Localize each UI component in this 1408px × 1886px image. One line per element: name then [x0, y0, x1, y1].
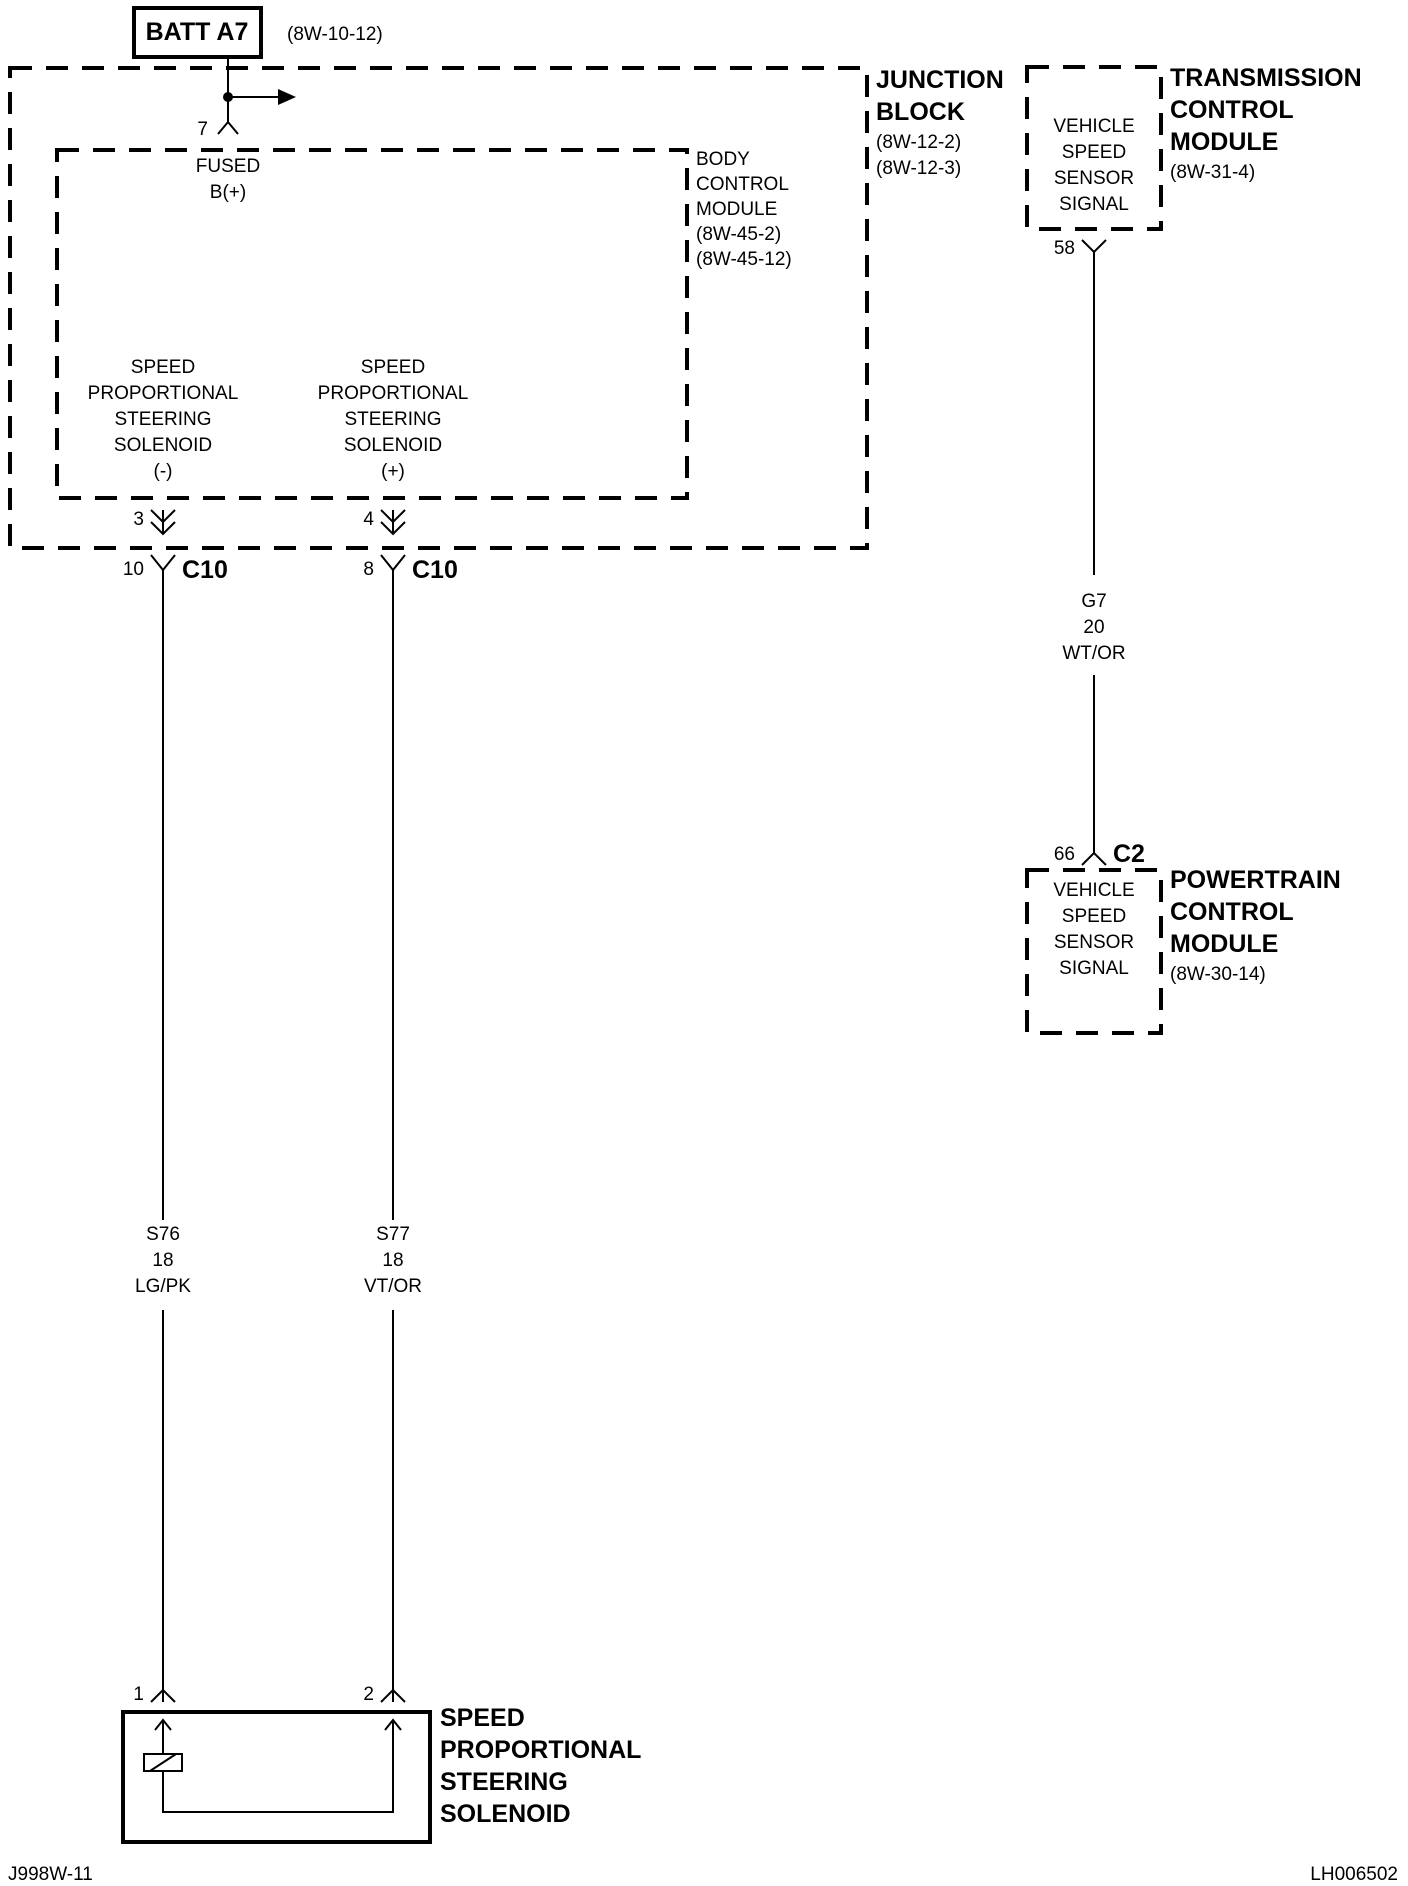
solenoid-title-4: SOLENOID	[440, 1800, 571, 1828]
bcm-outline	[55, 148, 689, 500]
solenoid-title-2: PROPORTIONAL	[440, 1736, 641, 1764]
s77-gauge: 18	[382, 1250, 403, 1271]
c10-neg-terminal	[150, 554, 176, 572]
bcm-label-3: MODULE	[696, 199, 777, 220]
tcm-signal-2: SPEED	[1062, 142, 1126, 163]
c10-pos-connector: C10	[412, 556, 458, 584]
g7-color: WT/OR	[1062, 643, 1125, 664]
tcm-signal-3: SENSOR	[1054, 168, 1134, 189]
junction-block-ref-1: (8W-12-2)	[876, 132, 961, 153]
bcm-pos-label-1: SPEED	[361, 357, 425, 378]
solenoid-pin1-terminal	[150, 1688, 176, 1703]
bcm-label-1: BODY	[696, 149, 750, 170]
bcm-pos-label-3: STEERING	[344, 409, 441, 430]
solenoid-box	[121, 1710, 432, 1844]
bcm-neg-label-5: (-)	[154, 461, 173, 482]
pcm-title-2: CONTROL	[1170, 898, 1294, 926]
fused-label-2: B(+)	[210, 182, 246, 203]
bcm-neg-label-1: SPEED	[131, 357, 195, 378]
bcm-neg-pin-number: 3	[133, 509, 144, 530]
batt-box	[132, 6, 263, 59]
batt-label: BATT A7	[146, 18, 249, 46]
tcm-signal-4: SIGNAL	[1059, 194, 1129, 215]
solenoid-coil-slash	[149, 1753, 177, 1772]
bcm-ref-1: (8W-45-2)	[696, 224, 781, 245]
bcm-pos-label-5: (+)	[381, 461, 405, 482]
batt-ref: (8W-10-12)	[287, 24, 383, 45]
solenoid-pin2-number: 2	[363, 1684, 374, 1705]
tcm-signal-1: VEHICLE	[1053, 116, 1134, 137]
fused-pin-number: 7	[197, 119, 208, 140]
pcm-ref: (8W-30-14)	[1170, 964, 1266, 985]
solenoid-internal-wire	[162, 1722, 394, 1813]
bcm-pos-label-4: SOLENOID	[344, 435, 442, 456]
footer-left-code: J998W-11	[8, 1864, 93, 1885]
pcm-signal-3: SENSOR	[1054, 932, 1134, 953]
s76-circuit: S76	[146, 1224, 180, 1245]
bcm-pos-pin-number: 4	[363, 509, 374, 530]
junction-block-title-1: JUNCTION	[876, 66, 1004, 94]
tcm-pin-number: 58	[1054, 238, 1075, 259]
s76-gauge: 18	[152, 1250, 173, 1271]
tcm-ref: (8W-31-4)	[1170, 162, 1255, 183]
pcm-title-3: MODULE	[1170, 930, 1278, 958]
c10-pos-terminal	[380, 554, 406, 572]
pcm-signal-4: SIGNAL	[1059, 958, 1129, 979]
fused-label-1: FUSED	[196, 156, 260, 177]
pcm-title-1: POWERTRAIN	[1170, 866, 1341, 894]
bcm-neg-label-2: PROPORTIONAL	[88, 383, 239, 404]
splice-arrow-icon	[278, 89, 296, 105]
bcm-ref-2: (8W-45-12)	[696, 249, 792, 270]
pcm-connector: C2	[1113, 840, 1145, 868]
junction-block-ref-2: (8W-12-3)	[876, 158, 961, 179]
junction-block-outline	[8, 66, 869, 550]
solenoid-pin2-terminal	[380, 1688, 406, 1703]
c10-neg-pin-number: 10	[123, 559, 144, 580]
solenoid-internal-arrow-1	[154, 1718, 172, 1731]
bcm-pos-label-2: PROPORTIONAL	[318, 383, 469, 404]
solenoid-title-3: STEERING	[440, 1768, 568, 1796]
bcm-neg-label-3: STEERING	[114, 409, 211, 430]
tcm-pin-terminal	[1081, 239, 1107, 254]
s76-color: LG/PK	[135, 1276, 191, 1297]
pcm-pin-number: 66	[1054, 844, 1075, 865]
g7-circuit: G7	[1081, 591, 1106, 612]
pcm-pin-terminal	[1081, 851, 1107, 866]
c10-pos-pin-number: 8	[363, 559, 374, 580]
footer-right-code: LH006502	[1310, 1864, 1398, 1885]
fused-pin-terminal	[217, 120, 239, 135]
s77-color: VT/OR	[364, 1276, 422, 1297]
pcm-outline	[1025, 868, 1163, 1035]
pcm-signal-2: SPEED	[1062, 906, 1126, 927]
tcm-title-1: TRANSMISSION	[1170, 64, 1362, 92]
solenoid-internal-arrow-2	[384, 1718, 402, 1731]
solenoid-pin1-number: 1	[133, 1684, 144, 1705]
bcm-label-2: CONTROL	[696, 174, 789, 195]
bcm-neg-label-4: SOLENOID	[114, 435, 212, 456]
tcm-outline	[1025, 65, 1163, 231]
junction-block-title-2: BLOCK	[876, 98, 965, 126]
tcm-title-3: MODULE	[1170, 128, 1278, 156]
solenoid-title-1: SPEED	[440, 1704, 525, 1732]
pcm-signal-1: VEHICLE	[1053, 880, 1134, 901]
s77-circuit: S77	[376, 1224, 410, 1245]
c10-neg-connector: C10	[182, 556, 228, 584]
tcm-title-2: CONTROL	[1170, 96, 1294, 124]
g7-gauge: 20	[1083, 617, 1104, 638]
